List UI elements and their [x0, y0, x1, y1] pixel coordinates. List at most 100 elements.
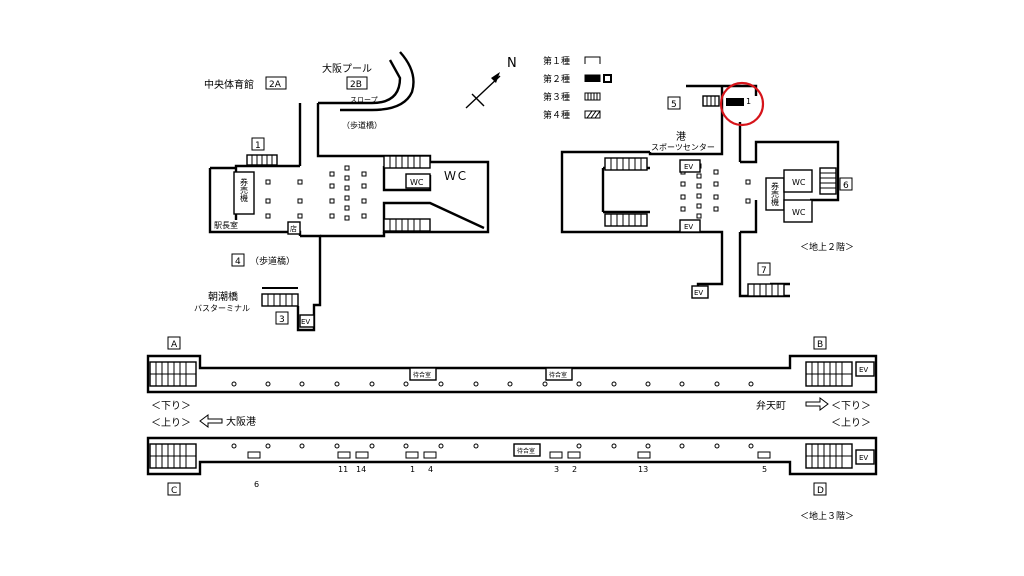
central-gym-label: 中央体育館	[204, 78, 254, 91]
stairs-right-exit7-icon	[747, 283, 785, 297]
ev-platform-bottom-box	[855, 449, 875, 465]
stairs-platform-b-icon	[805, 361, 853, 387]
exit-1-right-label: 1	[746, 97, 751, 106]
legend-swatch-type2-icon	[584, 74, 601, 82]
slope-label: スロープ	[350, 96, 378, 104]
stairs-platform-d-icon	[805, 443, 853, 469]
wc1-box	[783, 169, 813, 193]
corner-b-label: B	[817, 340, 823, 350]
exit-2b-marker	[346, 76, 368, 90]
ticket-machine-right	[765, 177, 785, 211]
legend-label-type4: 第４種	[543, 109, 570, 121]
corner-b-marker	[813, 336, 827, 350]
ev-right-top-box	[679, 159, 701, 173]
exit-6-marker	[839, 177, 853, 191]
corner-d-label: D	[817, 486, 824, 496]
waiting-room-2	[545, 367, 573, 381]
car-number-5: 5	[762, 465, 767, 474]
stairs-platform-a-icon	[149, 361, 197, 387]
legend: 第１種 第２種 第３種 第４種	[543, 55, 612, 121]
ev-right-bottom-label: EV	[694, 289, 703, 297]
exit-1-left-marker	[251, 137, 265, 151]
platform-columns-bottom-icon	[231, 443, 754, 449]
ev-right-top-label: EV	[684, 163, 693, 171]
car-number-1: 1	[410, 465, 415, 474]
ev-right-bottom-box	[691, 285, 709, 299]
minato-label: 港	[676, 131, 686, 143]
fare-gates-left-icon	[265, 165, 367, 221]
legend-label-type1: 第１種	[543, 55, 570, 67]
floor3-label: ＜地上３階＞	[800, 510, 854, 522]
floor3-platforms: A B C D	[146, 336, 878, 522]
corner-d-marker	[813, 482, 827, 496]
ev-platform-top-label: EV	[859, 366, 868, 374]
car-number-13: 13	[638, 465, 648, 474]
arrow-right-icon	[805, 397, 829, 411]
exit-4-marker	[231, 253, 245, 267]
osaka-pool-label: 大阪プール	[322, 62, 372, 75]
ev-platform-top-box	[855, 361, 875, 377]
right-down-label: ＜下り＞	[831, 400, 871, 412]
fare-gates-right-icon	[680, 163, 751, 219]
ev-left-box	[299, 314, 315, 328]
floor2-label: ＜地上２階＞	[800, 241, 854, 253]
ev-platform-bottom-label: EV	[859, 454, 868, 462]
waiting-room-2-label: 待合室	[549, 371, 567, 379]
car-number-14: 14	[356, 465, 366, 474]
corner-c-label: C	[171, 486, 177, 496]
ticket-machine-left	[233, 171, 255, 215]
shop-box	[287, 221, 301, 235]
station-office-label: 駅長室	[214, 220, 238, 230]
stairs-exit3-icon	[261, 287, 299, 307]
floor2-left-map: 券売機 駅長室 店 ＷＣ WC EV 中央体育館 大阪プール スロープ （歩道橋…	[194, 51, 490, 332]
car-number-4: 4	[428, 465, 433, 474]
exit-7-label: 7	[761, 266, 767, 276]
platform-columns-top-icon	[231, 381, 754, 387]
exit-7-marker	[757, 262, 771, 276]
arrow-left-icon	[199, 414, 223, 428]
exit-4-label: 4	[235, 257, 241, 267]
wc1-label: WC	[792, 178, 806, 187]
exit4-footbridge-label: （歩道橋）	[250, 255, 295, 267]
exit-2a-marker	[265, 76, 287, 90]
legend-swatch-type1-icon	[584, 56, 601, 64]
left-down-label: ＜下り＞	[151, 400, 191, 412]
bus-terminal-label: バスターミナル	[194, 304, 250, 313]
exit-3-marker	[275, 311, 289, 325]
highlight-circle-icon	[719, 81, 765, 127]
wc-small-box	[405, 173, 431, 189]
corner-c-marker	[167, 482, 181, 496]
waiting-room-3	[513, 443, 541, 457]
wc2-box	[783, 199, 813, 223]
footbridge-label: （歩道橋）	[342, 120, 382, 130]
exit-5-label: 5	[671, 100, 677, 110]
waiting-room-1	[409, 367, 437, 381]
left-up-label: ＜上り＞	[151, 417, 191, 429]
exit-3-label: 3	[279, 315, 285, 325]
stairs-platform-c-icon	[149, 443, 197, 469]
stairs-right-left-top-icon	[604, 157, 648, 227]
right-dest-label: 弁天町	[756, 399, 786, 412]
asashio-label: 朝潮橋	[208, 290, 238, 303]
right-up-label: ＜上り＞	[831, 417, 871, 429]
car-number-3: 3	[554, 465, 559, 474]
wc2-label: WC	[792, 208, 806, 217]
wc-big-label: ＷＣ	[444, 169, 468, 183]
shop-label: 店	[290, 224, 297, 233]
legend-swatch-type3-icon	[584, 92, 601, 101]
wc-small-label: WC	[410, 178, 424, 187]
waiting-room-1-label: 待合室	[413, 371, 431, 379]
legend-label-type3: 第３種	[543, 91, 570, 103]
compass: N	[465, 56, 517, 109]
left-dest-label: 大阪港	[226, 415, 256, 428]
ev-left-label: EV	[301, 318, 310, 326]
corner-a-label: A	[171, 340, 178, 350]
waiting-room-3-label: 待合室	[517, 447, 535, 455]
car-number-2: 2	[572, 465, 577, 474]
legend-swatch-type2-box-icon	[603, 74, 612, 83]
exit-1-left-label: 1	[255, 141, 261, 151]
legend-swatch-type4-icon	[584, 110, 601, 119]
legend-label-type2: 第２種	[543, 73, 570, 85]
stairs-exit1-left-icon	[246, 154, 278, 166]
